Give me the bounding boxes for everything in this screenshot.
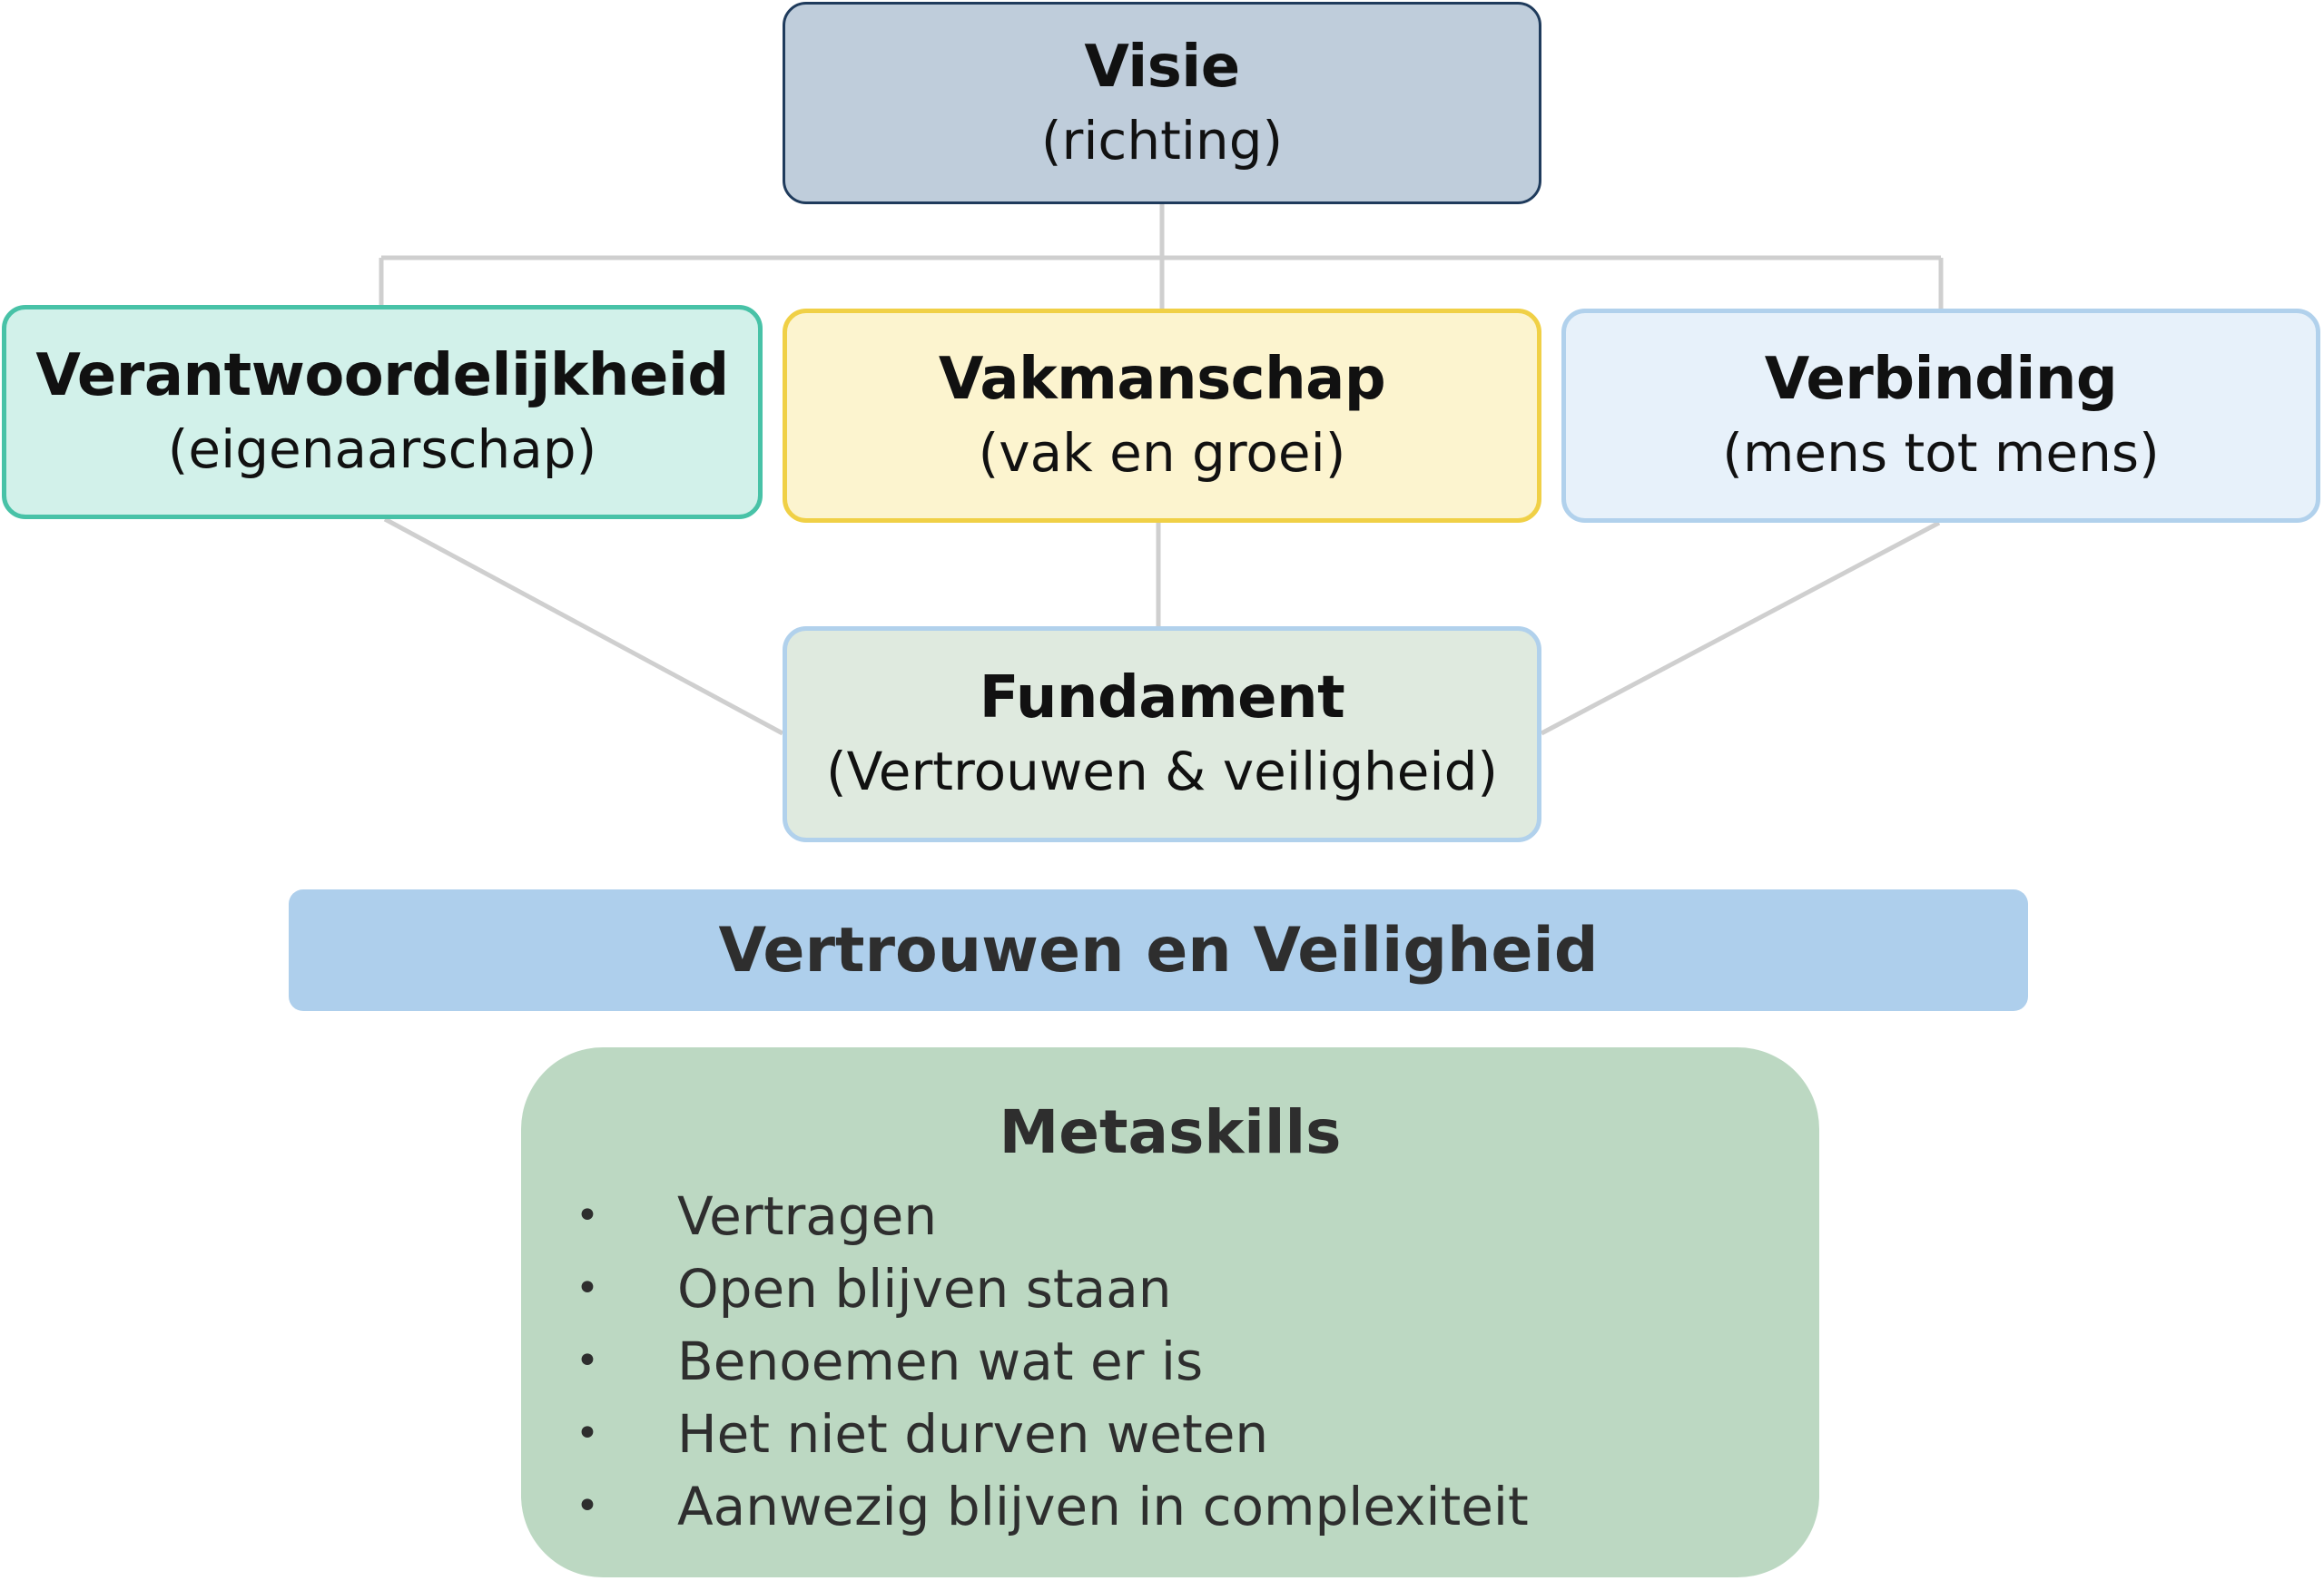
bullet-icon: • xyxy=(576,1338,599,1384)
visie-title: Visie xyxy=(1084,33,1240,101)
fundament-subtitle: (Vertrouwen & veiligheid) xyxy=(825,741,1499,802)
metaskills-item-text: Het niet durven weten xyxy=(677,1403,1269,1465)
verbinding-subtitle: (mens tot mens) xyxy=(1722,422,2160,484)
metaskills-title: Metaskills xyxy=(999,1097,1342,1167)
bullet-icon: • xyxy=(576,1483,599,1529)
visie-subtitle: (richting) xyxy=(1040,109,1284,172)
metaskills-item-text: Open blijven staan xyxy=(677,1258,1172,1320)
verbinding-title: Verbinding xyxy=(1764,346,2118,413)
vertrouwen-veiligheid-label: Vertrouwen en Veiligheid xyxy=(718,914,1599,987)
bullet-icon: • xyxy=(576,1193,599,1239)
vakmanschap-title: Vakmanschap xyxy=(938,346,1386,413)
bullet-icon: • xyxy=(576,1265,599,1311)
verantwoordelijkheid-title: Verantwoordelijkheid xyxy=(35,342,729,409)
connector-verantwoordelijkheid-fundament xyxy=(383,516,784,736)
verbinding-box: Verbinding (mens tot mens) xyxy=(1561,309,2320,523)
vakmanschap-subtitle: (vak en groei) xyxy=(978,422,1346,484)
metaskills-item-text: Vertragen xyxy=(677,1185,938,1247)
fundament-box: Fundament (Vertrouwen & veiligheid) xyxy=(783,626,1541,842)
bullet-icon: • xyxy=(576,1410,599,1457)
verantwoordelijkheid-box: Verantwoordelijkheid (eigenaarschap) xyxy=(2,305,763,519)
metaskills-item-text: Aanwezig blijven in complexiteit xyxy=(677,1476,1529,1537)
metaskills-item-text: Benoemen wat er is xyxy=(677,1331,1204,1392)
metaskills-card: Metaskills • Vertragen • Open blijven st… xyxy=(521,1047,1819,1577)
fundament-title: Fundament xyxy=(979,664,1345,732)
vertrouwen-veiligheid-band: Vertrouwen en Veiligheid xyxy=(289,889,2028,1011)
verantwoordelijkheid-subtitle: (eigenaarschap) xyxy=(167,418,597,480)
vakmanschap-box: Vakmanschap (vak en groei) xyxy=(783,309,1541,523)
visie-box: Visie (richting) xyxy=(783,2,1541,204)
connector-verbinding-fundament xyxy=(1540,520,1941,736)
